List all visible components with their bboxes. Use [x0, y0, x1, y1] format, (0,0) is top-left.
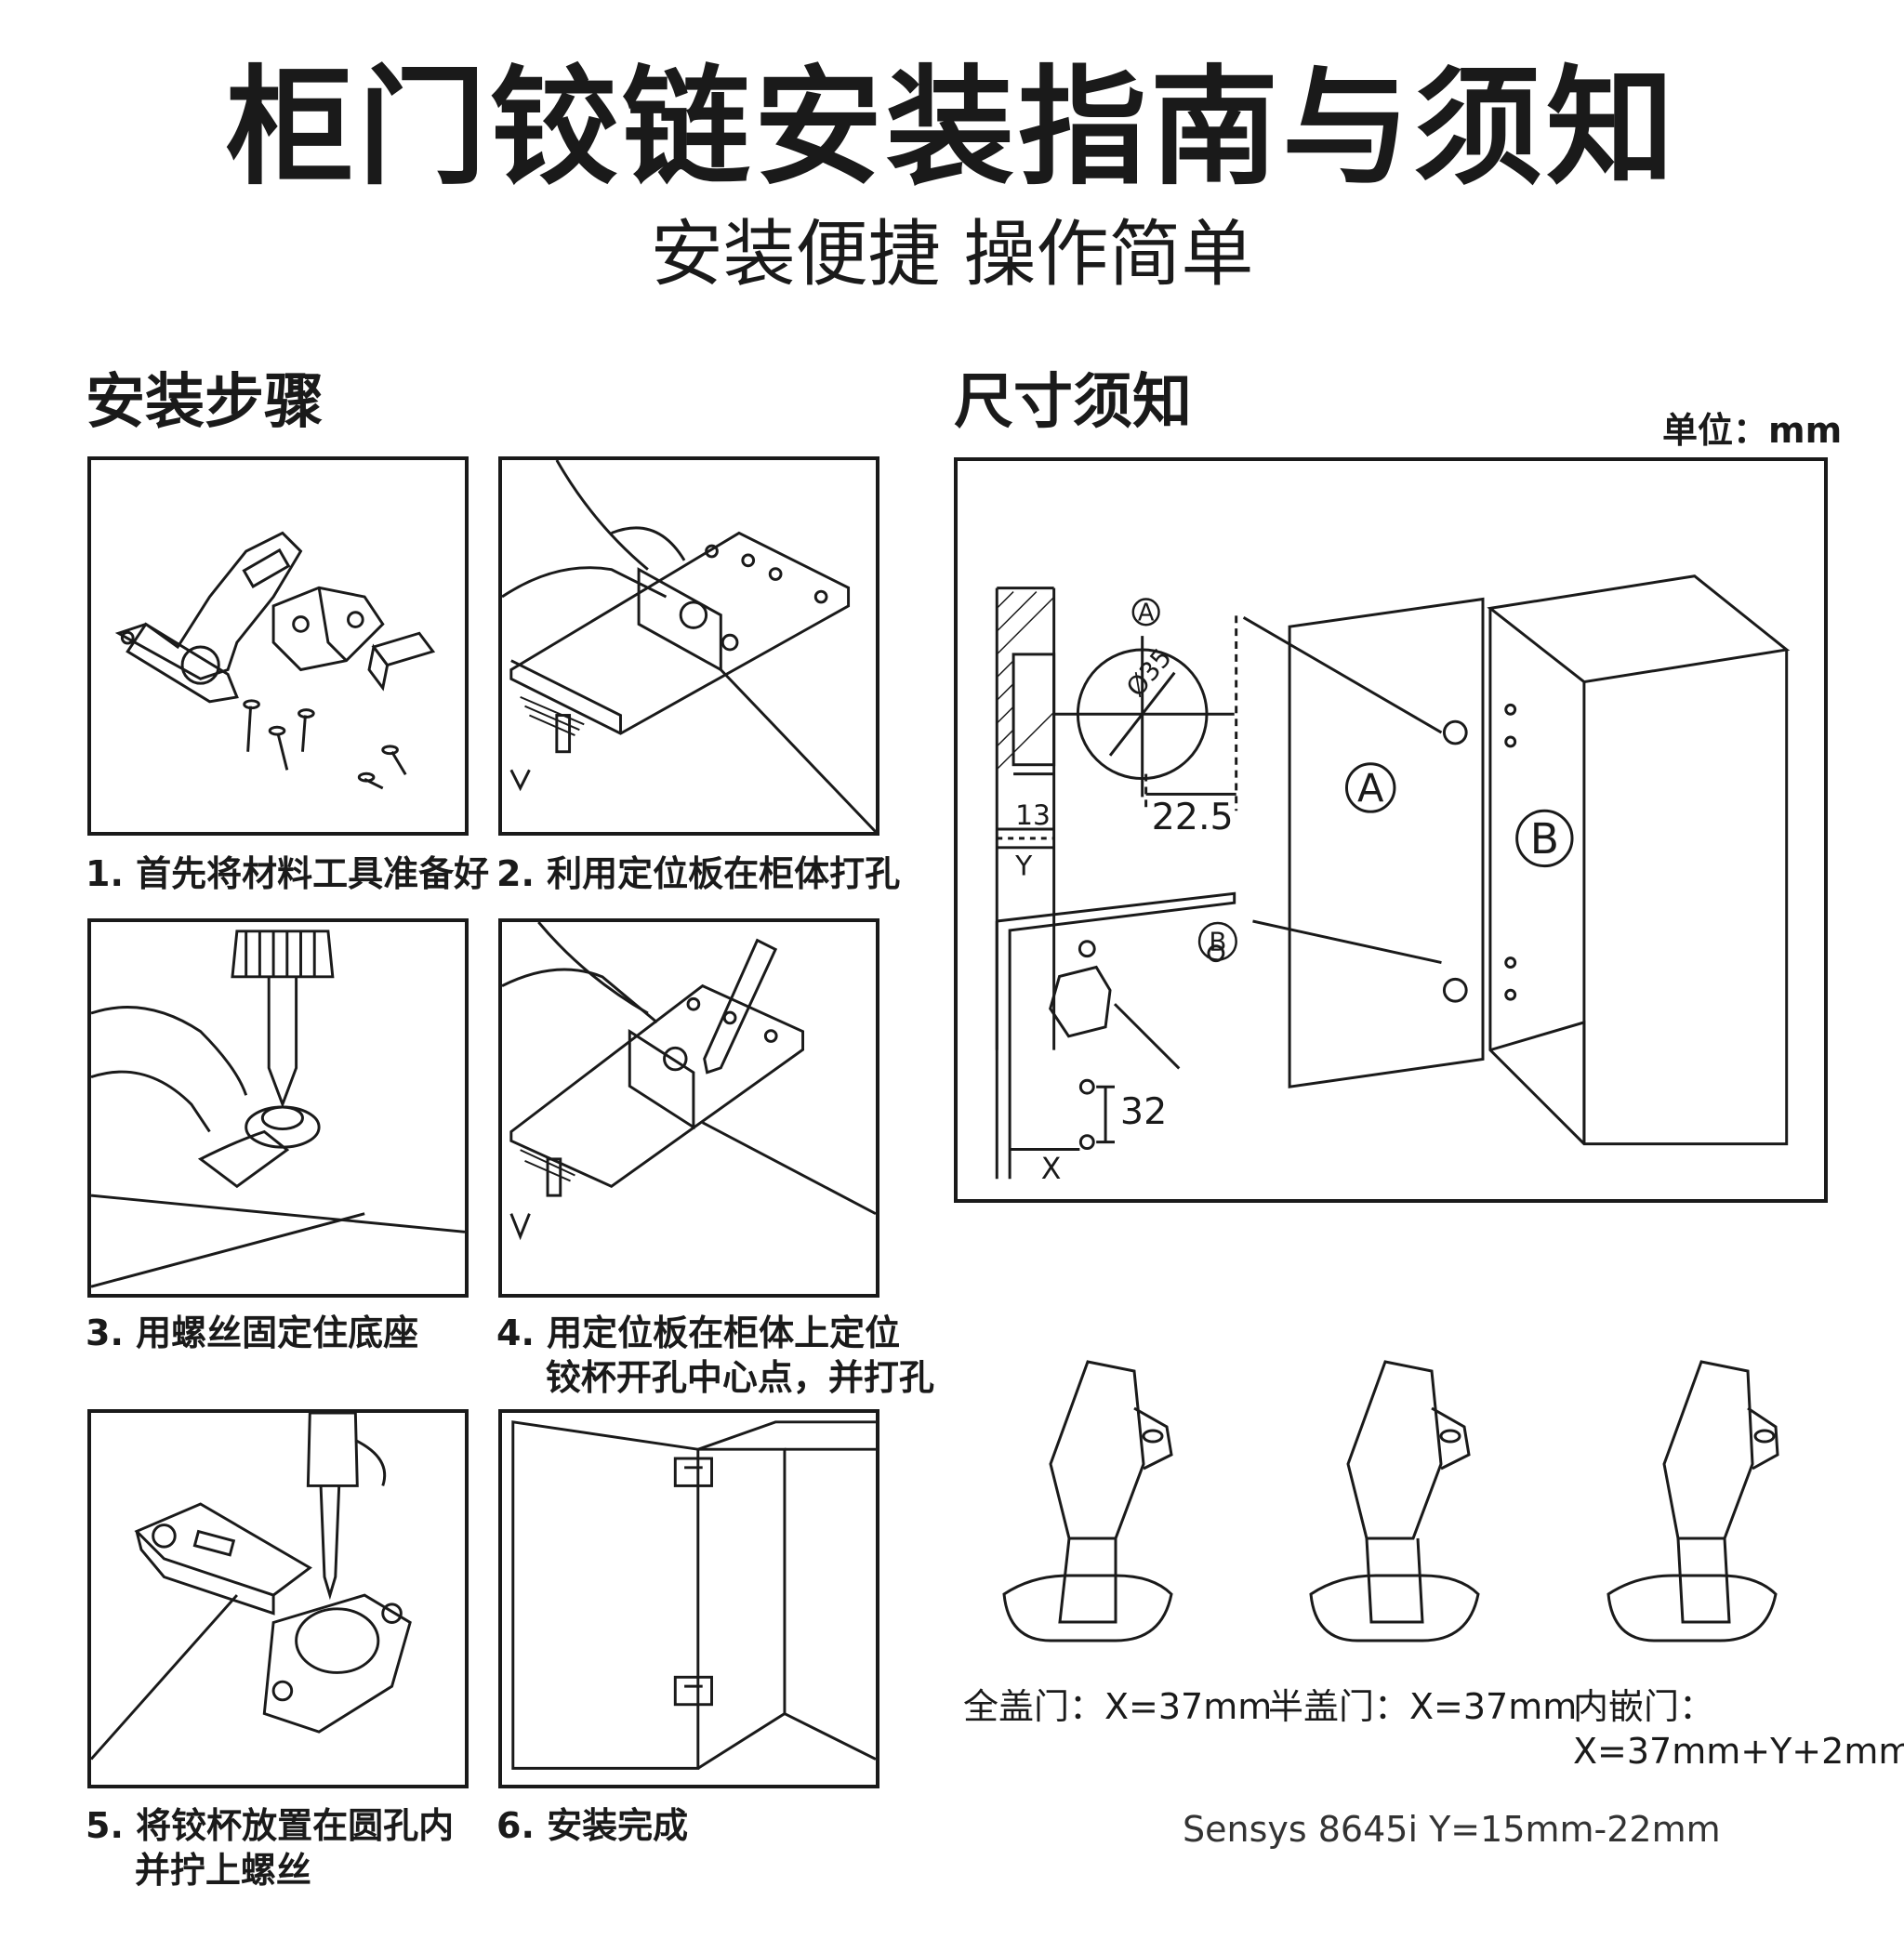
door-label-a: A	[1357, 765, 1384, 811]
drilling-template-icon	[502, 460, 876, 832]
unit-label: 单位：mm	[1662, 410, 1843, 451]
full-overlay-caption: 全盖门：X=37mm	[963, 1686, 1273, 1727]
step-5-caption: 5. 将铰杯放置在圆孔内 并拧上螺丝	[86, 1805, 455, 1891]
step-5-illustration	[87, 1409, 469, 1788]
dim-y-label: Y	[1014, 851, 1033, 883]
installed-door-icon	[511, 1420, 876, 1770]
cabinet-dimension-diagram: A Ø35 22.5 13 Y 32 X B A	[995, 574, 1791, 1186]
dim-x-label: X	[1041, 1153, 1062, 1186]
dimension-diagram: A Ø35 22.5 13 Y 32 X B A	[954, 457, 1828, 1203]
hinge-parts-icon	[114, 531, 436, 790]
screwdriver-hinge-icon	[91, 1413, 412, 1761]
step-6-caption: 6. 安装完成	[496, 1805, 689, 1846]
door-section-drawing	[995, 587, 1056, 1050]
circle-label-b-small: B	[1209, 927, 1226, 957]
step-2-illustration	[498, 456, 879, 836]
step-3-illustration	[87, 918, 469, 1298]
half-overlay-caption: 半盖门：X=37mm	[1268, 1686, 1578, 1727]
screwing-base-icon	[91, 930, 465, 1288]
step-1-caption: 1. 首先将材料工具准备好	[86, 853, 490, 894]
hole-spacing-32-label: 32	[1120, 1090, 1167, 1133]
inset-caption: 内嵌门： X=37mm+Y+2mm	[1573, 1686, 1904, 1772]
half-overlay-hinge-icon	[1309, 1360, 1480, 1642]
step-6-illustration	[498, 1409, 879, 1788]
cabinet-label-b: B	[1530, 814, 1559, 864]
model-footnote: Sensys 8645i Y=15mm-22mm	[1183, 1809, 1721, 1850]
steps-heading: 安装步骤	[86, 368, 324, 437]
circle-label-a-small: A	[1138, 599, 1155, 627]
marking-template-icon	[502, 922, 876, 1241]
step-3-caption: 3. 用螺丝固定住底座	[86, 1312, 419, 1353]
step-2-caption: 2. 利用定位板在柜体打孔	[496, 853, 901, 894]
inset-hinge-icon	[1606, 1360, 1779, 1642]
thickness-13-label: 13	[1015, 799, 1051, 832]
full-overlay-hinge-icon	[1002, 1360, 1173, 1642]
offset-22-5-label: 22.5	[1152, 796, 1234, 838]
inset-hinge-illustration	[1599, 1352, 1785, 1659]
full-overlay-hinge-illustration	[995, 1352, 1181, 1659]
step-4-caption: 4. 用定位板在柜体上定位 铰杯开孔中心点，并打孔	[496, 1312, 934, 1398]
step-1-illustration	[87, 456, 469, 836]
dimensions-heading: 尺寸须知	[954, 368, 1192, 437]
page-title: 柜门铰链安装指南与须知	[225, 53, 1678, 203]
half-overlay-hinge-illustration	[1302, 1352, 1488, 1659]
step-4-illustration	[498, 918, 879, 1298]
page-subtitle: 安装便捷 操作简单	[650, 213, 1254, 297]
